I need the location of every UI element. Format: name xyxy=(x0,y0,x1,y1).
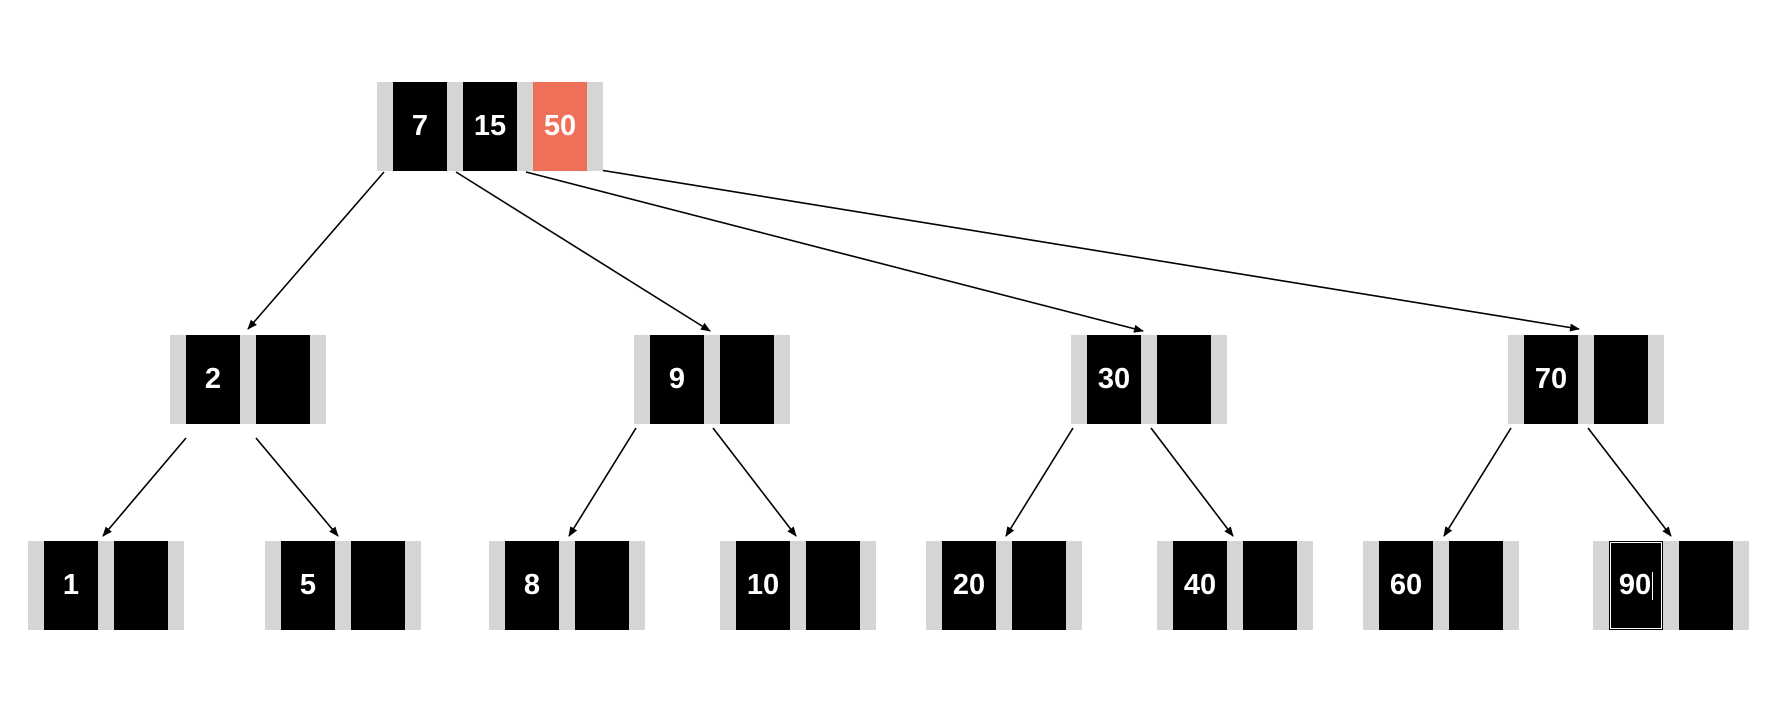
node-pointer xyxy=(1211,335,1227,424)
leaf-node-1[interactable]: 1 xyxy=(28,541,184,630)
root-pointer-2 xyxy=(517,82,533,171)
leaf-node-40[interactable]: 40 xyxy=(1157,541,1313,630)
root-pointer-3 xyxy=(587,82,603,171)
node-pointer xyxy=(926,541,942,630)
internal-node-2[interactable]: 2 xyxy=(170,335,326,424)
node-key-empty[interactable] xyxy=(1243,541,1297,630)
node-key[interactable]: 8 xyxy=(505,541,559,630)
node-pointer xyxy=(1297,541,1313,630)
node-pointer xyxy=(1648,335,1664,424)
root-key-3-highlighted[interactable]: 50 xyxy=(533,82,587,171)
leaf-node-60[interactable]: 60 xyxy=(1363,541,1519,630)
node-key[interactable]: 60 xyxy=(1379,541,1433,630)
node-pointer xyxy=(240,335,256,424)
leaf-node-90[interactable]: 90 xyxy=(1593,541,1749,630)
node-pointer xyxy=(310,335,326,424)
node-key[interactable]: 30 xyxy=(1087,335,1141,424)
internal-node-70[interactable]: 70 xyxy=(1508,335,1664,424)
node-key-empty[interactable] xyxy=(114,541,168,630)
edge-node-9-to-leaf-8 xyxy=(568,427,637,537)
node-pointer xyxy=(98,541,114,630)
node-pointer xyxy=(704,335,720,424)
node-pointer xyxy=(168,541,184,630)
edge-root-to-node-2 xyxy=(247,171,385,330)
node-pointer xyxy=(405,541,421,630)
node-pointer xyxy=(1593,541,1609,630)
edge-root-to-node-70 xyxy=(599,169,1580,332)
node-key-empty[interactable] xyxy=(1679,541,1733,630)
root-pointer-1 xyxy=(447,82,463,171)
node-pointer xyxy=(1733,541,1749,630)
text-cursor xyxy=(1652,571,1654,600)
node-pointer xyxy=(1363,541,1379,630)
node-pointer xyxy=(1227,541,1243,630)
edge-node-2-to-leaf-5 xyxy=(255,437,339,537)
node-pointer xyxy=(860,541,876,630)
node-pointer xyxy=(28,541,44,630)
node-pointer xyxy=(1508,335,1524,424)
node-key-empty[interactable] xyxy=(575,541,629,630)
node-pointer xyxy=(1157,541,1173,630)
node-key[interactable]: 1 xyxy=(44,541,98,630)
node-key[interactable]: 20 xyxy=(942,541,996,630)
node-pointer xyxy=(720,541,736,630)
node-pointer xyxy=(629,541,645,630)
node-key[interactable]: 70 xyxy=(1524,335,1578,424)
edge-node-30-to-leaf-20 xyxy=(1005,427,1074,537)
node-pointer xyxy=(634,335,650,424)
leaf-node-20[interactable]: 20 xyxy=(926,541,1082,630)
node-key-empty[interactable] xyxy=(1594,335,1648,424)
root-key-1[interactable]: 7 xyxy=(393,82,447,171)
node-key[interactable]: 5 xyxy=(281,541,335,630)
node-key-empty[interactable] xyxy=(351,541,405,630)
node-pointer xyxy=(170,335,186,424)
root-pointer-0 xyxy=(377,82,393,171)
node-pointer xyxy=(1578,335,1594,424)
node-pointer xyxy=(1066,541,1082,630)
node-key-empty[interactable] xyxy=(1157,335,1211,424)
node-pointer xyxy=(1433,541,1449,630)
node-pointer xyxy=(774,335,790,424)
leaf-node-5[interactable]: 5 xyxy=(265,541,421,630)
node-key-empty[interactable] xyxy=(806,541,860,630)
node-key-editing[interactable]: 90 xyxy=(1609,541,1663,630)
node-pointer xyxy=(559,541,575,630)
node-key[interactable]: 2 xyxy=(186,335,240,424)
leaf-node-10[interactable]: 10 xyxy=(720,541,876,630)
node-key-empty[interactable] xyxy=(256,335,310,424)
node-key-empty[interactable] xyxy=(1449,541,1503,630)
edge-node-2-to-leaf-1 xyxy=(102,437,187,537)
edge-node-70-to-leaf-90 xyxy=(1587,427,1672,537)
edge-node-30-to-leaf-40 xyxy=(1150,427,1234,537)
node-key[interactable]: 40 xyxy=(1173,541,1227,630)
node-pointer xyxy=(996,541,1012,630)
internal-node-9[interactable]: 9 xyxy=(634,335,790,424)
node-key[interactable]: 9 xyxy=(650,335,704,424)
edge-root-to-node-9 xyxy=(455,171,711,332)
node-pointer xyxy=(1663,541,1679,630)
node-pointer xyxy=(1071,335,1087,424)
node-pointer xyxy=(265,541,281,630)
node-pointer xyxy=(335,541,351,630)
node-pointer xyxy=(1503,541,1519,630)
internal-node-30[interactable]: 30 xyxy=(1071,335,1227,424)
leaf-node-8[interactable]: 8 xyxy=(489,541,645,630)
edge-node-70-to-leaf-60 xyxy=(1443,427,1512,537)
edge-node-9-to-leaf-10 xyxy=(712,427,797,537)
node-key-empty[interactable] xyxy=(1012,541,1066,630)
root-key-2[interactable]: 15 xyxy=(463,82,517,171)
node-pointer xyxy=(1141,335,1157,424)
root-node[interactable]: 7 15 50 xyxy=(377,82,603,171)
node-key-empty[interactable] xyxy=(720,335,774,424)
node-key-text: 90 xyxy=(1618,569,1652,601)
node-key[interactable]: 10 xyxy=(736,541,790,630)
edge-root-to-node-30 xyxy=(525,171,1144,333)
node-pointer xyxy=(790,541,806,630)
node-pointer xyxy=(489,541,505,630)
